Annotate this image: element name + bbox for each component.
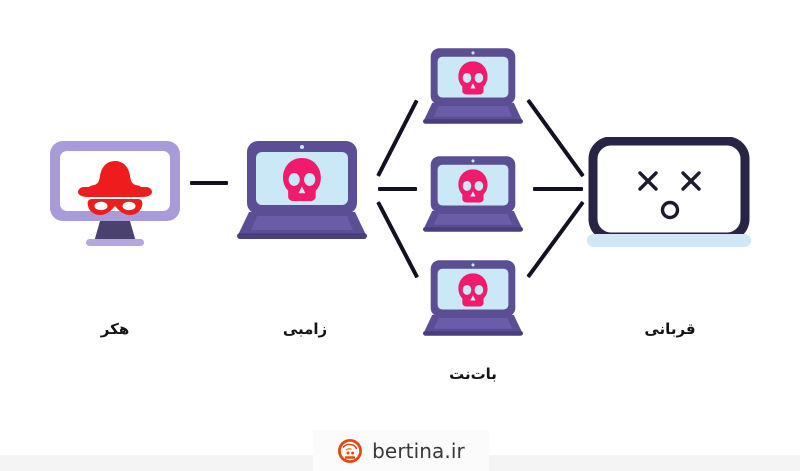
skull-icon [283,158,321,201]
label-botnet: بات‌نت [449,365,497,383]
watermark-text: bertina.ir [372,438,465,463]
connector-bot3-to-victim [526,200,585,279]
connector-hacker-to-zombie [190,181,228,185]
node-bot-2[interactable] [423,152,523,236]
label-hacker: هکر [100,320,130,338]
hacker-monitor-icon [50,141,180,246]
node-victim[interactable] [586,136,754,252]
skull-icon [458,169,488,203]
victim-laptop-icon [587,136,751,247]
node-bot-1[interactable] [423,44,523,128]
bertina-logo-icon [338,438,363,463]
bot-laptop-icon [423,48,523,124]
zombie-laptop-icon [237,141,367,239]
bot-laptop-icon [423,260,523,336]
skull-icon [458,273,488,307]
connector-zombie-to-bot3 [376,201,419,278]
watermark[interactable]: bertina.ir [313,430,489,471]
connector-zombie-to-bot1 [376,99,419,177]
node-zombie[interactable] [237,140,367,240]
connector-bot2-to-victim [533,187,583,191]
label-victim: قربانی [644,320,696,338]
dead-face-icon [638,171,701,220]
hacker-hat-mask-icon [78,161,152,215]
node-bot-3[interactable] [423,256,523,340]
label-zombie: زامبی [282,320,328,338]
node-hacker[interactable] [48,139,182,249]
bot-laptop-icon [423,156,523,232]
connector-zombie-to-bot2 [378,187,417,191]
connector-bot1-to-victim [526,98,585,178]
skull-icon [458,61,488,95]
